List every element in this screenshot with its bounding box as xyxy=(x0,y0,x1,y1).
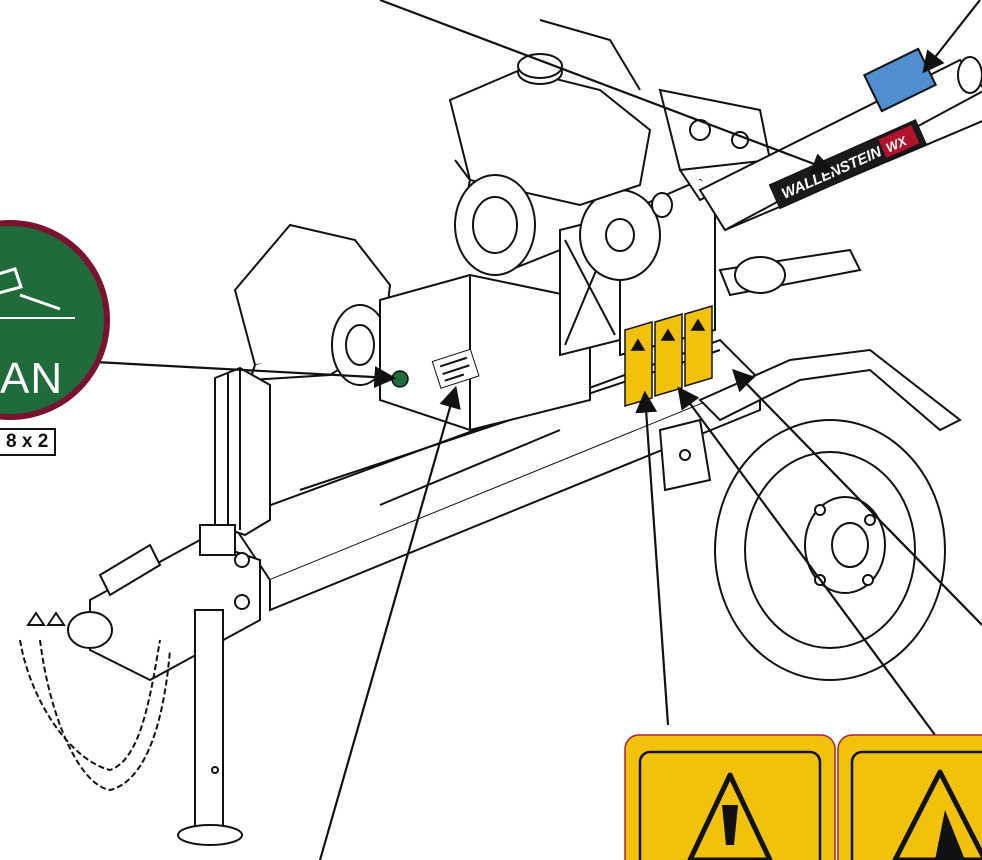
serial-label xyxy=(431,348,480,389)
warning-decal-enlarged-2 xyxy=(837,734,982,860)
callout-to-warning-decal-3 xyxy=(731,368,982,626)
warning-triangle-icon-2 xyxy=(892,769,982,860)
callout-to-green-decal xyxy=(94,360,397,389)
frame-warning-decals xyxy=(624,304,713,408)
callout-to-cylinder-decal xyxy=(922,0,981,74)
pulley xyxy=(579,189,673,281)
safety-chains xyxy=(19,611,171,792)
warning-decal-enlarged-1 xyxy=(624,734,836,860)
right-fender xyxy=(698,348,962,432)
callout-lines xyxy=(94,0,982,860)
left-wheel xyxy=(331,304,389,386)
badge-quantity: 8 x 2 xyxy=(0,428,57,456)
hazard-pictogram-icon xyxy=(935,810,965,860)
ram-rod xyxy=(718,248,862,297)
right-wheel xyxy=(714,419,946,681)
trailer-tongue xyxy=(67,524,261,682)
warning-triangle-icon xyxy=(687,772,773,860)
callout-to-warning-decal-1 xyxy=(635,390,670,726)
callout-to-brand-decal xyxy=(379,0,835,175)
jack-stand xyxy=(177,609,243,846)
badge-label: AN xyxy=(0,354,64,403)
green-decal-badge xyxy=(0,220,110,420)
callout-to-warning-decal-2 xyxy=(677,386,936,736)
exclamation-icon xyxy=(722,805,738,845)
trailer-pictogram-icon xyxy=(0,267,61,311)
axle-bracket xyxy=(658,418,712,492)
log-cradle-post xyxy=(214,366,271,537)
engine xyxy=(448,19,652,276)
wedge-box xyxy=(379,273,591,432)
callout-to-serial-label xyxy=(318,385,461,860)
green-decal-location xyxy=(391,370,409,388)
